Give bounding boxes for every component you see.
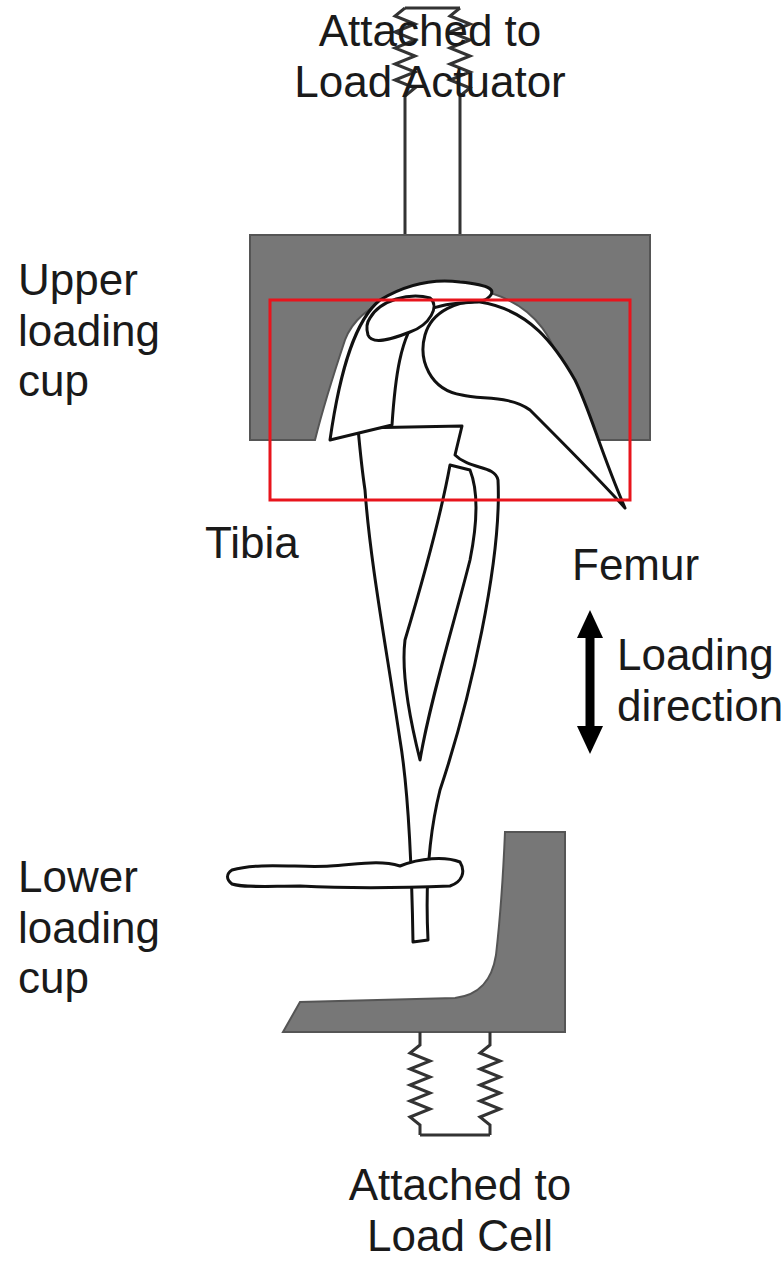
fibula-bone <box>404 465 476 760</box>
knee-cap <box>330 281 492 440</box>
patella <box>367 296 434 341</box>
foot-bone <box>228 859 463 888</box>
bones <box>228 281 626 942</box>
femur-bone <box>423 302 625 508</box>
part-label: Lower loading cup <box>18 852 203 1004</box>
direction-label: Loading direction <box>617 630 779 731</box>
lower-springs <box>410 1032 500 1135</box>
attachment-label: Attached to Load Actuator <box>270 6 590 107</box>
highlight-box <box>270 300 630 500</box>
part-label: Upper loading cup <box>18 255 203 407</box>
bone-label: Femur <box>572 540 732 591</box>
loading-direction-arrow <box>577 610 603 754</box>
attachment-label: Attached to Load Cell <box>305 1160 615 1261</box>
bone-label: Tibia <box>205 518 345 569</box>
